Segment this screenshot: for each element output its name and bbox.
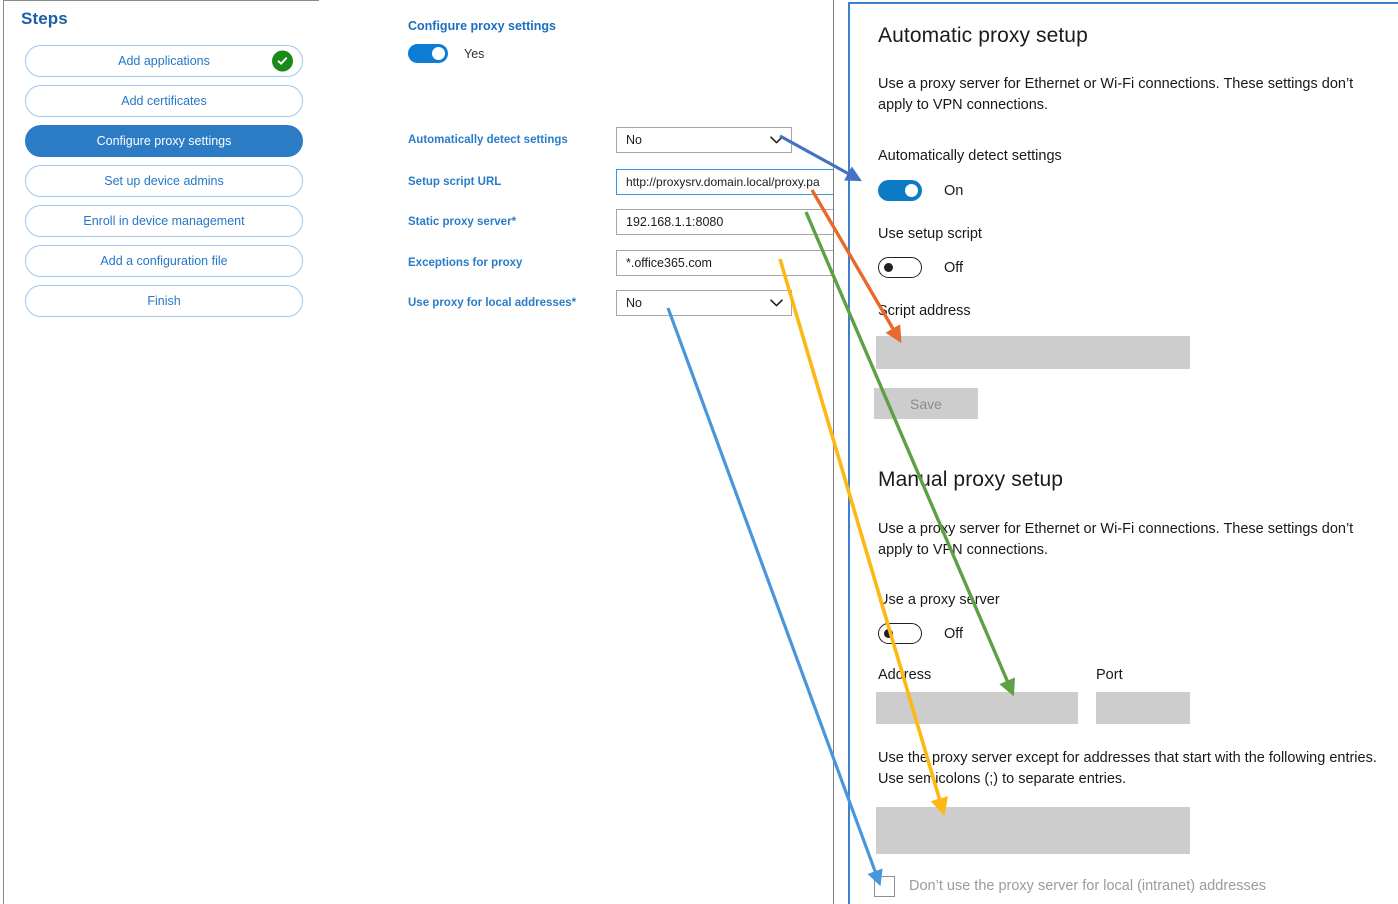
use-setup-script-toggle[interactable] [878, 257, 922, 278]
form-section-title: Configure proxy settings [408, 19, 556, 33]
automatically-detect-settings-toggle-row: On [878, 180, 963, 201]
exceptions-for-proxy-input[interactable]: *.office365.com [616, 250, 834, 276]
configure-proxy-toggle-label: Yes [464, 46, 485, 61]
input-value: 192.168.1.1:8080 [626, 215, 724, 229]
bypass-local-checkbox-row[interactable]: Don’t use the proxy server for local (in… [874, 876, 1266, 897]
sidebar-item-add-a-configuration-file[interactable]: Add a configuration file [25, 245, 303, 277]
use-a-proxy-server-toggle[interactable] [878, 623, 922, 644]
step-label: Enroll in device management [83, 213, 245, 228]
manual-proxy-setup-heading: Manual proxy setup [878, 468, 1064, 491]
step-label: Finish [147, 293, 181, 308]
automatic-proxy-setup-description: Use a proxy server for Ethernet or Wi-Fi… [878, 76, 1354, 113]
steps-panel: Steps Add applications Add certificates … [3, 0, 319, 904]
toggle-state-label: Off [944, 259, 964, 276]
chevron-down-icon [770, 291, 783, 315]
field-label: Automatically detect settings [408, 134, 568, 146]
address-input[interactable] [876, 692, 1078, 724]
windows-proxy-settings-pane: Automatic proxy setup Use a proxy server… [848, 2, 1398, 904]
save-button[interactable]: Save [874, 388, 978, 419]
use-a-proxy-server-toggle-row: Off [878, 623, 963, 644]
field-label: Use proxy for local addresses* [408, 297, 577, 309]
sidebar-item-configure-proxy-settings[interactable]: Configure proxy settings [25, 125, 303, 157]
steps-list: Add applications Add certificates Config… [25, 45, 303, 325]
toggle-state-label: On [944, 182, 964, 199]
automatically-detect-settings-select[interactable]: No [616, 127, 792, 153]
sidebar-item-add-certificates[interactable]: Add certificates [25, 85, 303, 117]
exceptions-description: Use the proxy server except for addresse… [878, 750, 1377, 787]
setup-script-url-input[interactable]: http://proxysrv.domain.local/proxy.pa [616, 169, 834, 195]
bypass-local-label: Don’t use the proxy server for local (in… [909, 878, 1267, 894]
manual-proxy-setup-description: Use a proxy server for Ethernet or Wi-Fi… [878, 521, 1354, 558]
automatic-proxy-setup-heading: Automatic proxy setup [878, 24, 1088, 47]
field-label: Exceptions for proxy [408, 257, 523, 269]
step-label: Set up device admins [104, 173, 224, 188]
select-value: No [626, 296, 642, 310]
sidebar-item-set-up-device-admins[interactable]: Set up device admins [25, 165, 303, 197]
select-value: No [626, 133, 642, 147]
script-address-label: Script address [878, 303, 971, 319]
toggle-state-label: Off [944, 625, 964, 642]
input-value: *.office365.com [626, 256, 712, 270]
static-proxy-server-input[interactable]: 192.168.1.1:8080 [616, 209, 834, 235]
page-title: Steps [21, 9, 68, 28]
configure-proxy-toggle-row: Yes [408, 44, 484, 63]
chevron-down-icon [770, 128, 783, 152]
automatically-detect-settings-label: Automatically detect settings [878, 148, 1062, 164]
input-value: http://proxysrv.domain.local/proxy.pa [626, 175, 820, 189]
use-setup-script-label: Use setup script [878, 226, 982, 242]
automatically-detect-settings-toggle[interactable] [878, 180, 922, 201]
script-address-input[interactable] [876, 336, 1190, 369]
exceptions-input[interactable] [876, 807, 1190, 854]
address-label: Address [878, 667, 932, 683]
step-label: Add certificates [121, 93, 207, 108]
use-setup-script-toggle-row: Off [878, 257, 963, 278]
sidebar-item-add-applications[interactable]: Add applications [25, 45, 303, 77]
field-label: Static proxy server* [408, 216, 517, 228]
use-proxy-for-local-addresses-select[interactable]: No [616, 290, 792, 316]
proxy-form: Configure proxy settings Yes Automatical… [320, 0, 834, 904]
port-label: Port [1096, 667, 1123, 683]
use-a-proxy-server-label: Use a proxy server [878, 592, 1000, 608]
bypass-local-checkbox[interactable] [874, 876, 895, 897]
sidebar-item-enroll-in-device-management[interactable]: Enroll in device management [25, 205, 303, 237]
field-label: Setup script URL [408, 176, 502, 188]
panel-divider [833, 0, 834, 904]
step-label: Add applications [118, 53, 210, 68]
step-label: Configure proxy settings [96, 133, 232, 148]
check-circle-icon [272, 50, 293, 72]
step-label: Add a configuration file [100, 253, 228, 268]
sidebar-item-finish[interactable]: Finish [25, 285, 303, 317]
configure-proxy-toggle[interactable] [408, 44, 448, 63]
port-input[interactable] [1096, 692, 1190, 724]
